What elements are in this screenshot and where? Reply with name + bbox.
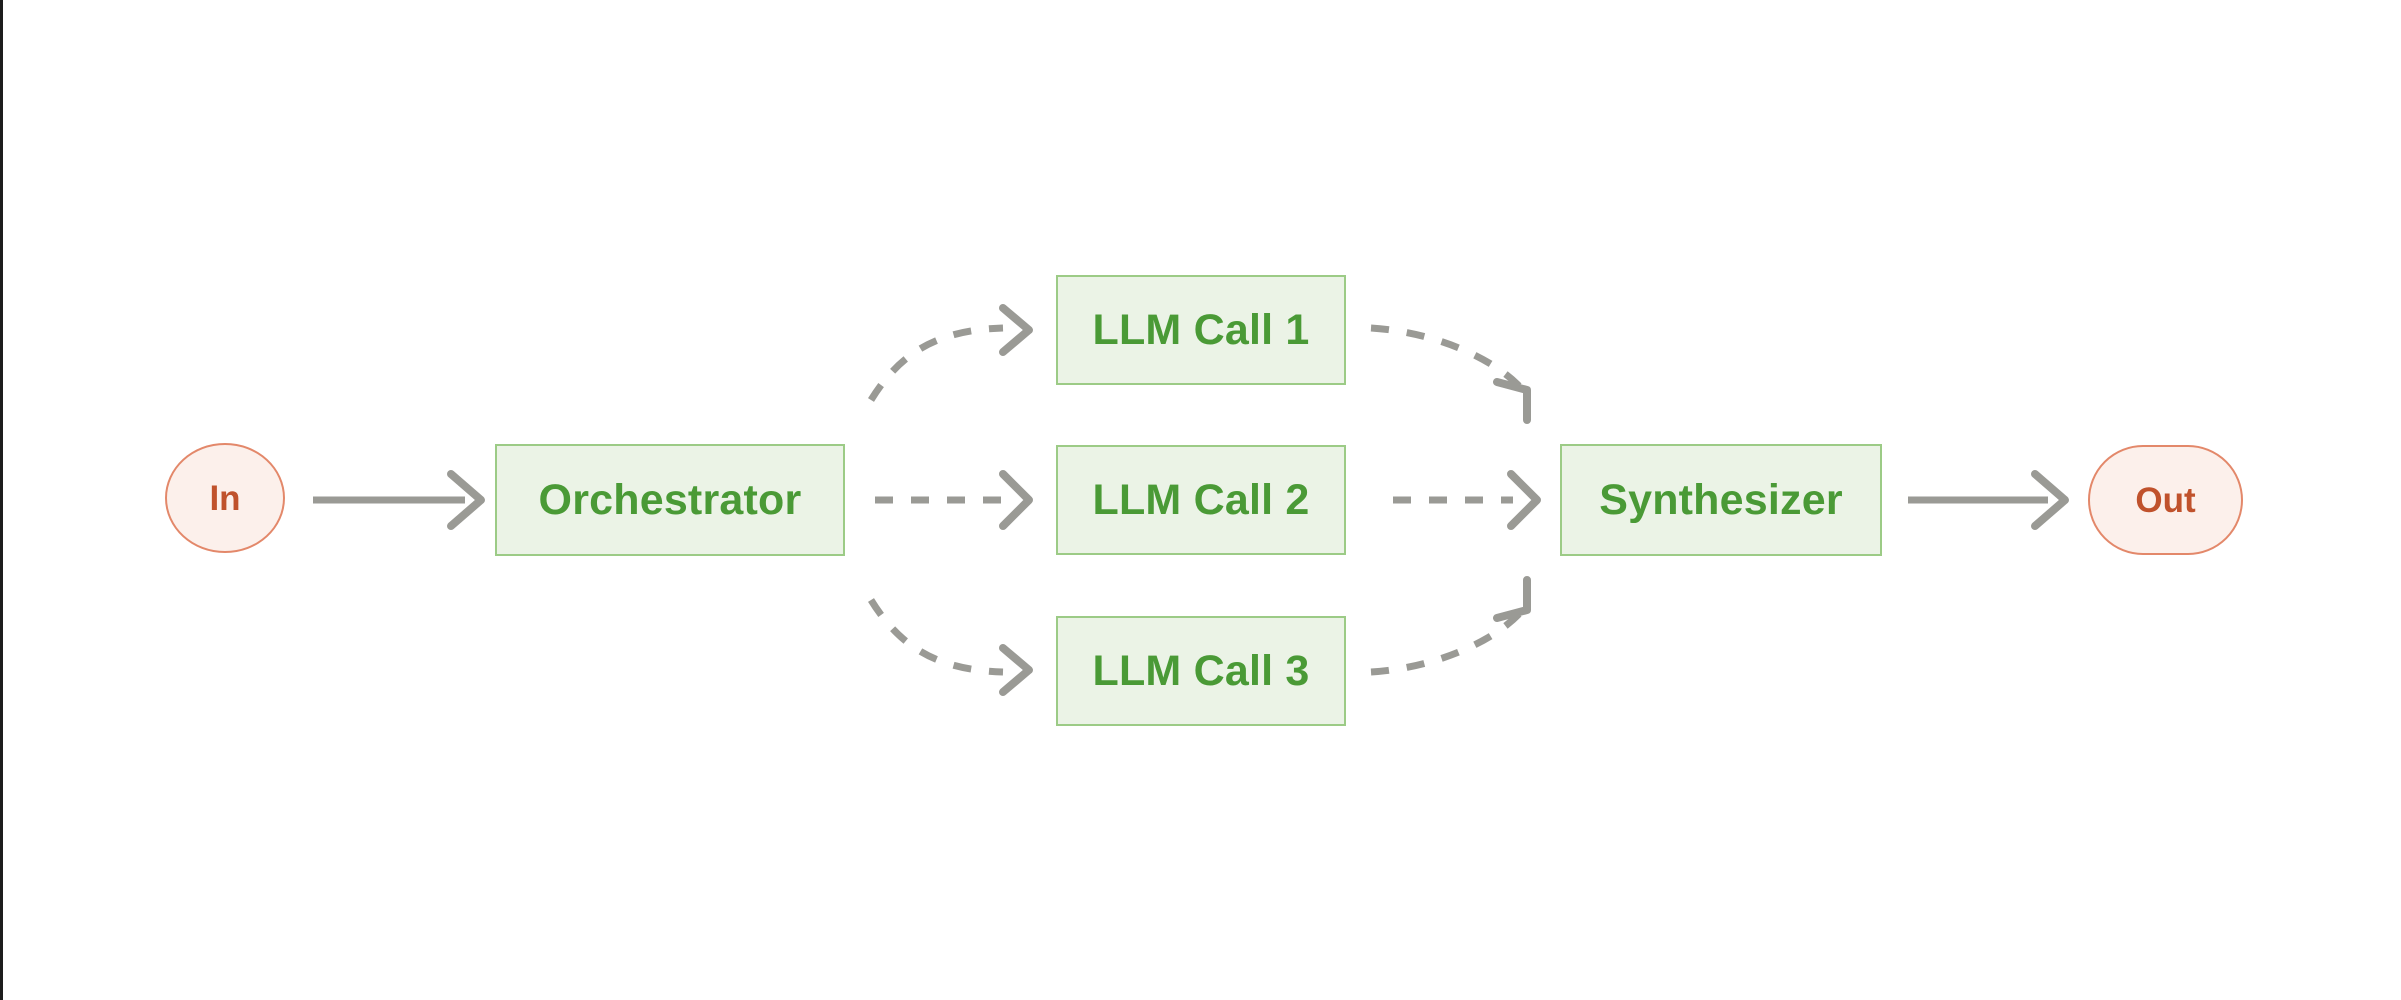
edge-llm-call-3-to-synthesizer (1370, 576, 1531, 676)
node-in-label: In (209, 478, 241, 518)
node-orchestrator[interactable]: Orchestrator (495, 444, 845, 556)
edge-llm-call-2-to-synthesizer (1393, 470, 1541, 530)
node-llm-call-3-label: LLM Call 3 (1092, 646, 1310, 695)
node-out-label: Out (2135, 480, 2196, 520)
edge-in-to-orchestrator (313, 470, 485, 530)
node-llm-call-2[interactable]: LLM Call 2 (1056, 445, 1346, 555)
edge-orchestrator-to-llm-call-1 (868, 304, 1033, 402)
node-llm-call-1[interactable]: LLM Call 1 (1056, 275, 1346, 385)
node-orchestrator-label: Orchestrator (538, 475, 802, 524)
node-llm-call-3[interactable]: LLM Call 3 (1056, 616, 1346, 726)
edge-synthesizer-to-out (1908, 470, 2069, 530)
edge-orchestrator-to-llm-call-2 (875, 470, 1033, 530)
node-llm-call-1-label: LLM Call 1 (1092, 305, 1310, 354)
node-llm-call-2-label: LLM Call 2 (1092, 475, 1310, 524)
edge-llm-call-1-to-synthesizer (1370, 324, 1531, 424)
edge-orchestrator-to-llm-call-3 (868, 598, 1033, 696)
node-in[interactable]: In (165, 443, 285, 553)
node-synthesizer[interactable]: Synthesizer (1560, 444, 1882, 556)
node-synthesizer-label: Synthesizer (1599, 475, 1843, 524)
node-out[interactable]: Out (2088, 445, 2243, 555)
